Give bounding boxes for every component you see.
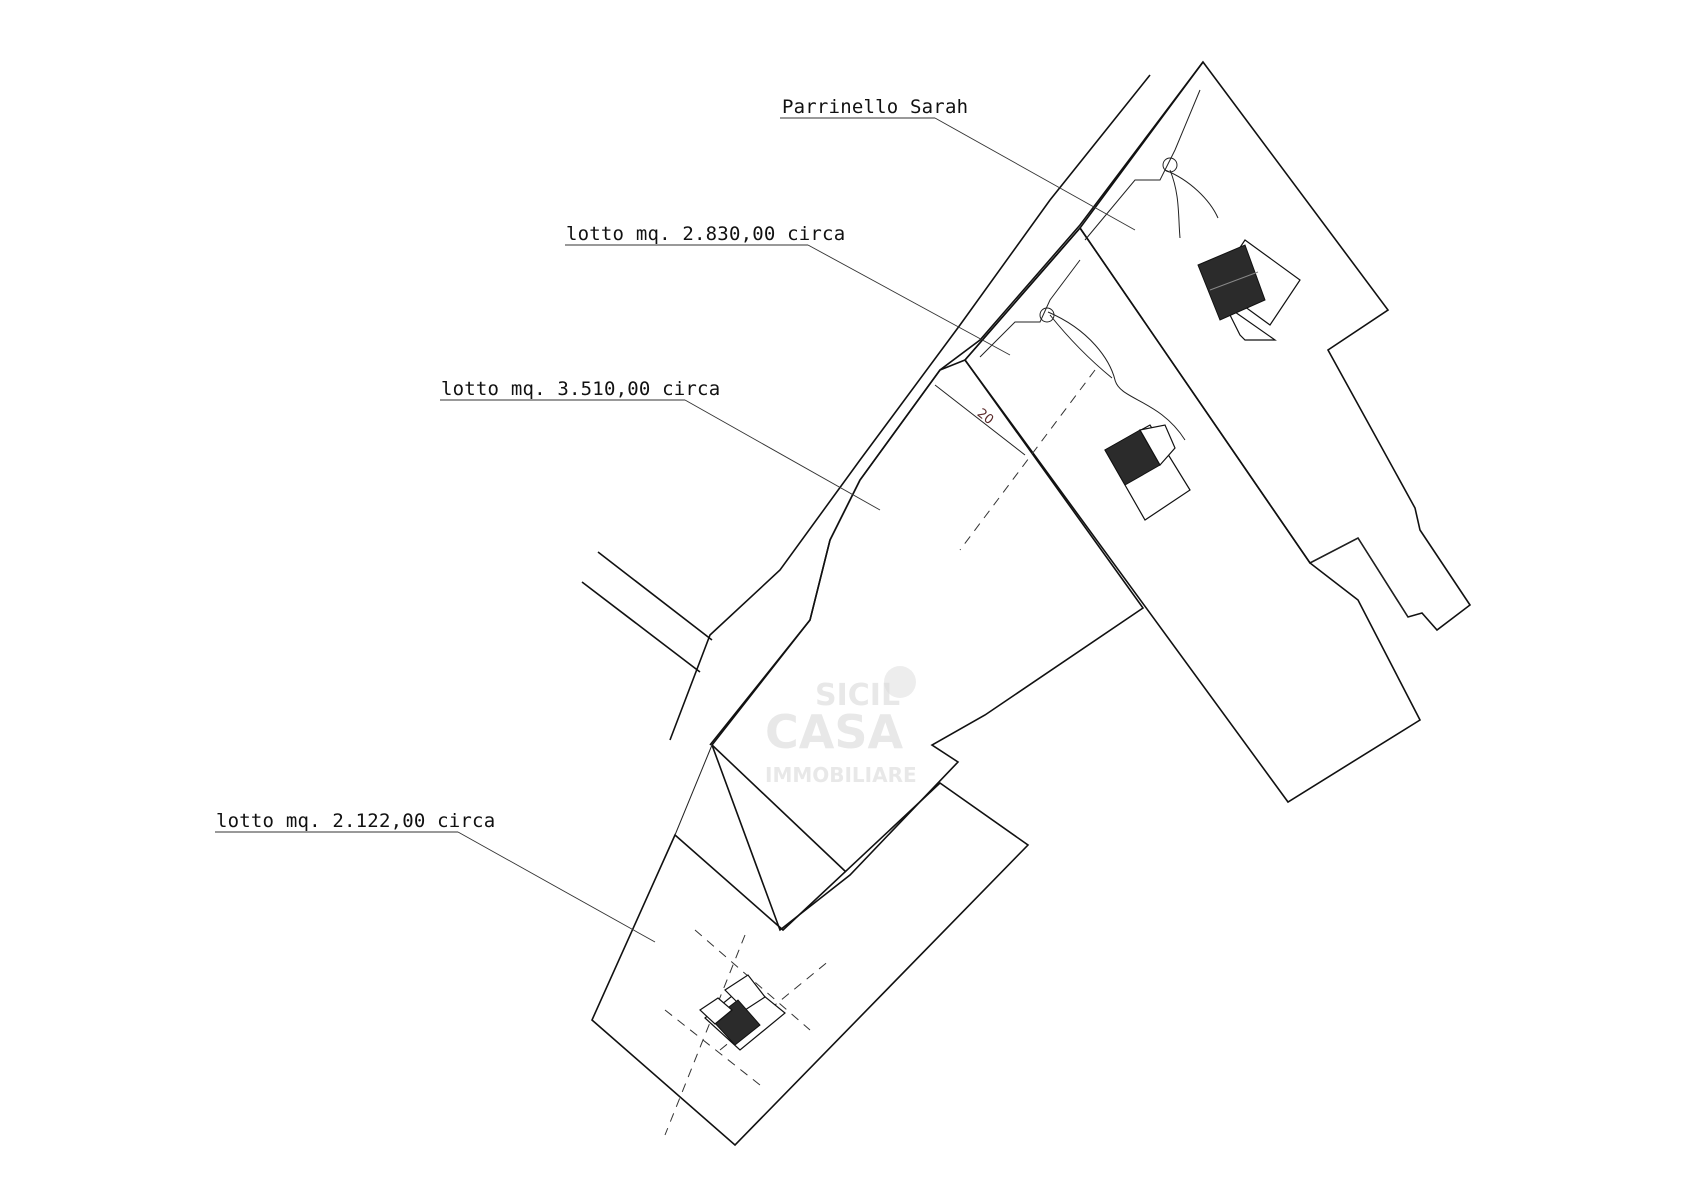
leader-2830 <box>807 244 1011 356</box>
lot-2122-left-edge <box>674 744 713 836</box>
label-lot-3510: lotto mq. 3.510,00 circa <box>441 378 720 400</box>
lot-2122-connection <box>711 744 847 873</box>
road-edge-inner <box>709 61 1204 746</box>
annotations <box>215 117 1136 943</box>
lot-2830-top-edge <box>964 227 1081 361</box>
watermark-line1: SICIL <box>815 678 900 713</box>
leader-owner <box>934 117 1136 231</box>
path-parrinello <box>1084 89 1201 241</box>
building-2122-stairs <box>699 997 733 1025</box>
watermark-line2: CASA <box>765 705 903 759</box>
path-parrinello-curve <box>1164 169 1219 219</box>
label-lot-2830: lotto mq. 2.830,00 circa <box>566 223 845 245</box>
setback-line-bottom-b <box>664 934 746 1136</box>
building-parrinello-ridge <box>1209 271 1259 291</box>
lot-3510 <box>711 359 1145 932</box>
leader-2122 <box>457 831 656 943</box>
dimension-line-20 <box>934 384 1026 456</box>
building-2122 <box>699 974 786 1051</box>
lot-2122 <box>591 781 1030 1147</box>
road-edge-outer <box>669 74 1151 741</box>
leader-3510 <box>684 399 881 511</box>
path-2830-curve-2 <box>1049 314 1113 379</box>
building-2830 <box>1104 424 1191 521</box>
path-parrinello-node <box>1162 157 1178 173</box>
building-2830-stairs <box>1139 424 1176 467</box>
setback-line-bottom-c <box>664 1009 761 1086</box>
path-parrinello-curve-2 <box>1169 169 1181 239</box>
building-parrinello-roof <box>1197 244 1266 321</box>
path-2830-curve <box>1047 311 1186 441</box>
side-street-lower <box>581 581 701 673</box>
side-street-upper <box>597 551 713 641</box>
dimension-distance: 20 <box>974 406 996 428</box>
watermark-logo: SICIL CASA IMMOBILIARE <box>765 666 917 787</box>
watermark-line3: IMMOBILIARE <box>765 763 917 787</box>
label-lot-2122: lotto mq. 2.122,00 circa <box>216 810 495 832</box>
path-2830 <box>979 259 1081 358</box>
setback-line-middle <box>959 369 1096 551</box>
label-owner: Parrinello Sarah <box>782 96 968 118</box>
building-parrinello-wing <box>1224 304 1277 341</box>
lot-parrinello-detail <box>1309 537 1409 618</box>
road <box>581 61 1204 746</box>
path-2830-node <box>1039 307 1055 323</box>
building-parrinello <box>1197 239 1301 341</box>
watermark-dot <box>884 666 916 698</box>
lot-2830 <box>963 226 1422 804</box>
